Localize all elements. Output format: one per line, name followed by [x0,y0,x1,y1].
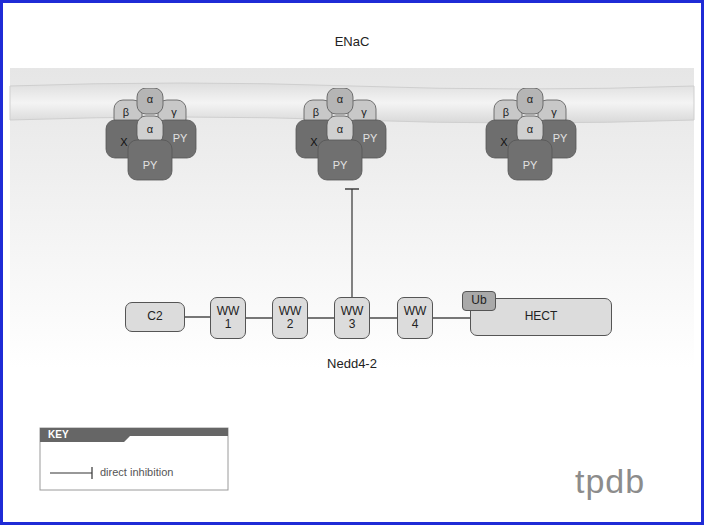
legend-text: direct inhibition [100,466,173,478]
subunit-label: PY [523,159,538,171]
subunit-label: γ [551,106,557,118]
subunit-label: β [313,106,319,118]
subunit-label: α [337,123,343,135]
subunit-label: α [527,123,533,135]
domain-label: WW 2 [277,305,303,331]
subunit-label: β [123,106,129,118]
subunit-lobe [508,140,552,180]
subunit-label: α [527,93,533,105]
connector-line [351,189,352,297]
subunit-lobe [318,140,362,180]
protein-domain: WW 4 [397,297,433,339]
protein-domain: C2 [125,302,185,332]
domain-label: HECT [525,310,558,323]
enac-channel: β γ αX PY αPY [480,88,580,183]
subunit-label: X [500,136,507,148]
domain-label: WW 4 [402,305,428,331]
subunit-label: PY [143,159,158,171]
protein-domain: HECTUb [470,298,612,336]
subunit-label: X [120,136,127,148]
subunit-label: β [503,106,509,118]
subunit-label: α [147,93,153,105]
domain-label: C2 [147,310,162,323]
domain-linker [185,317,210,318]
subunit-lobe [137,88,163,114]
cytoplasm-ground [10,68,694,368]
subunit-label: PY [553,132,568,144]
subunit-label: PY [363,132,378,144]
subunit-label: α [147,123,153,135]
domain-label: WW 3 [339,305,365,331]
domain-linker [433,318,470,319]
connector-line [246,317,272,319]
connector-line [370,317,397,319]
subunit-lobe [327,88,353,114]
protein-name: Nedd4-2 [327,356,377,371]
domain-linker [308,318,334,319]
subunit-label: PY [173,132,188,144]
subunit-lobe [128,140,172,180]
enac-channel: β γ αX PY αPY [100,88,200,183]
protein-domain: WW 3 [334,297,370,339]
subunit-label: α [337,93,343,105]
logo-text: tpdb [575,462,645,501]
domain-linker [370,318,397,319]
subunit-label: X [310,136,317,148]
connector-line [308,317,334,319]
domain-linker [246,318,272,319]
enac-channel: β γ αX PY αPY [290,88,390,183]
domain-label: Ub [471,294,486,307]
inhibition-sample-line [50,472,92,473]
inhibition-connector [345,189,359,297]
subunit-label: γ [171,106,177,118]
key-box [40,428,228,490]
protein-domain: WW 1 [210,297,246,339]
inhibition-sample-bar [91,467,92,479]
title-label: ENaC [335,34,370,49]
connector-line [185,316,210,318]
protein-domain: WW 2 [272,297,308,339]
domain-label: WW 1 [215,305,241,331]
subunit-lobe [517,88,543,114]
connector-line [433,317,470,319]
subunit-label: PY [333,159,348,171]
inhibition-bar [345,188,359,189]
ubiquitin-tag: Ub [462,291,496,311]
key-heading: KEY [48,429,69,440]
subunit-label: γ [361,106,367,118]
key-header-bar [40,428,228,442]
